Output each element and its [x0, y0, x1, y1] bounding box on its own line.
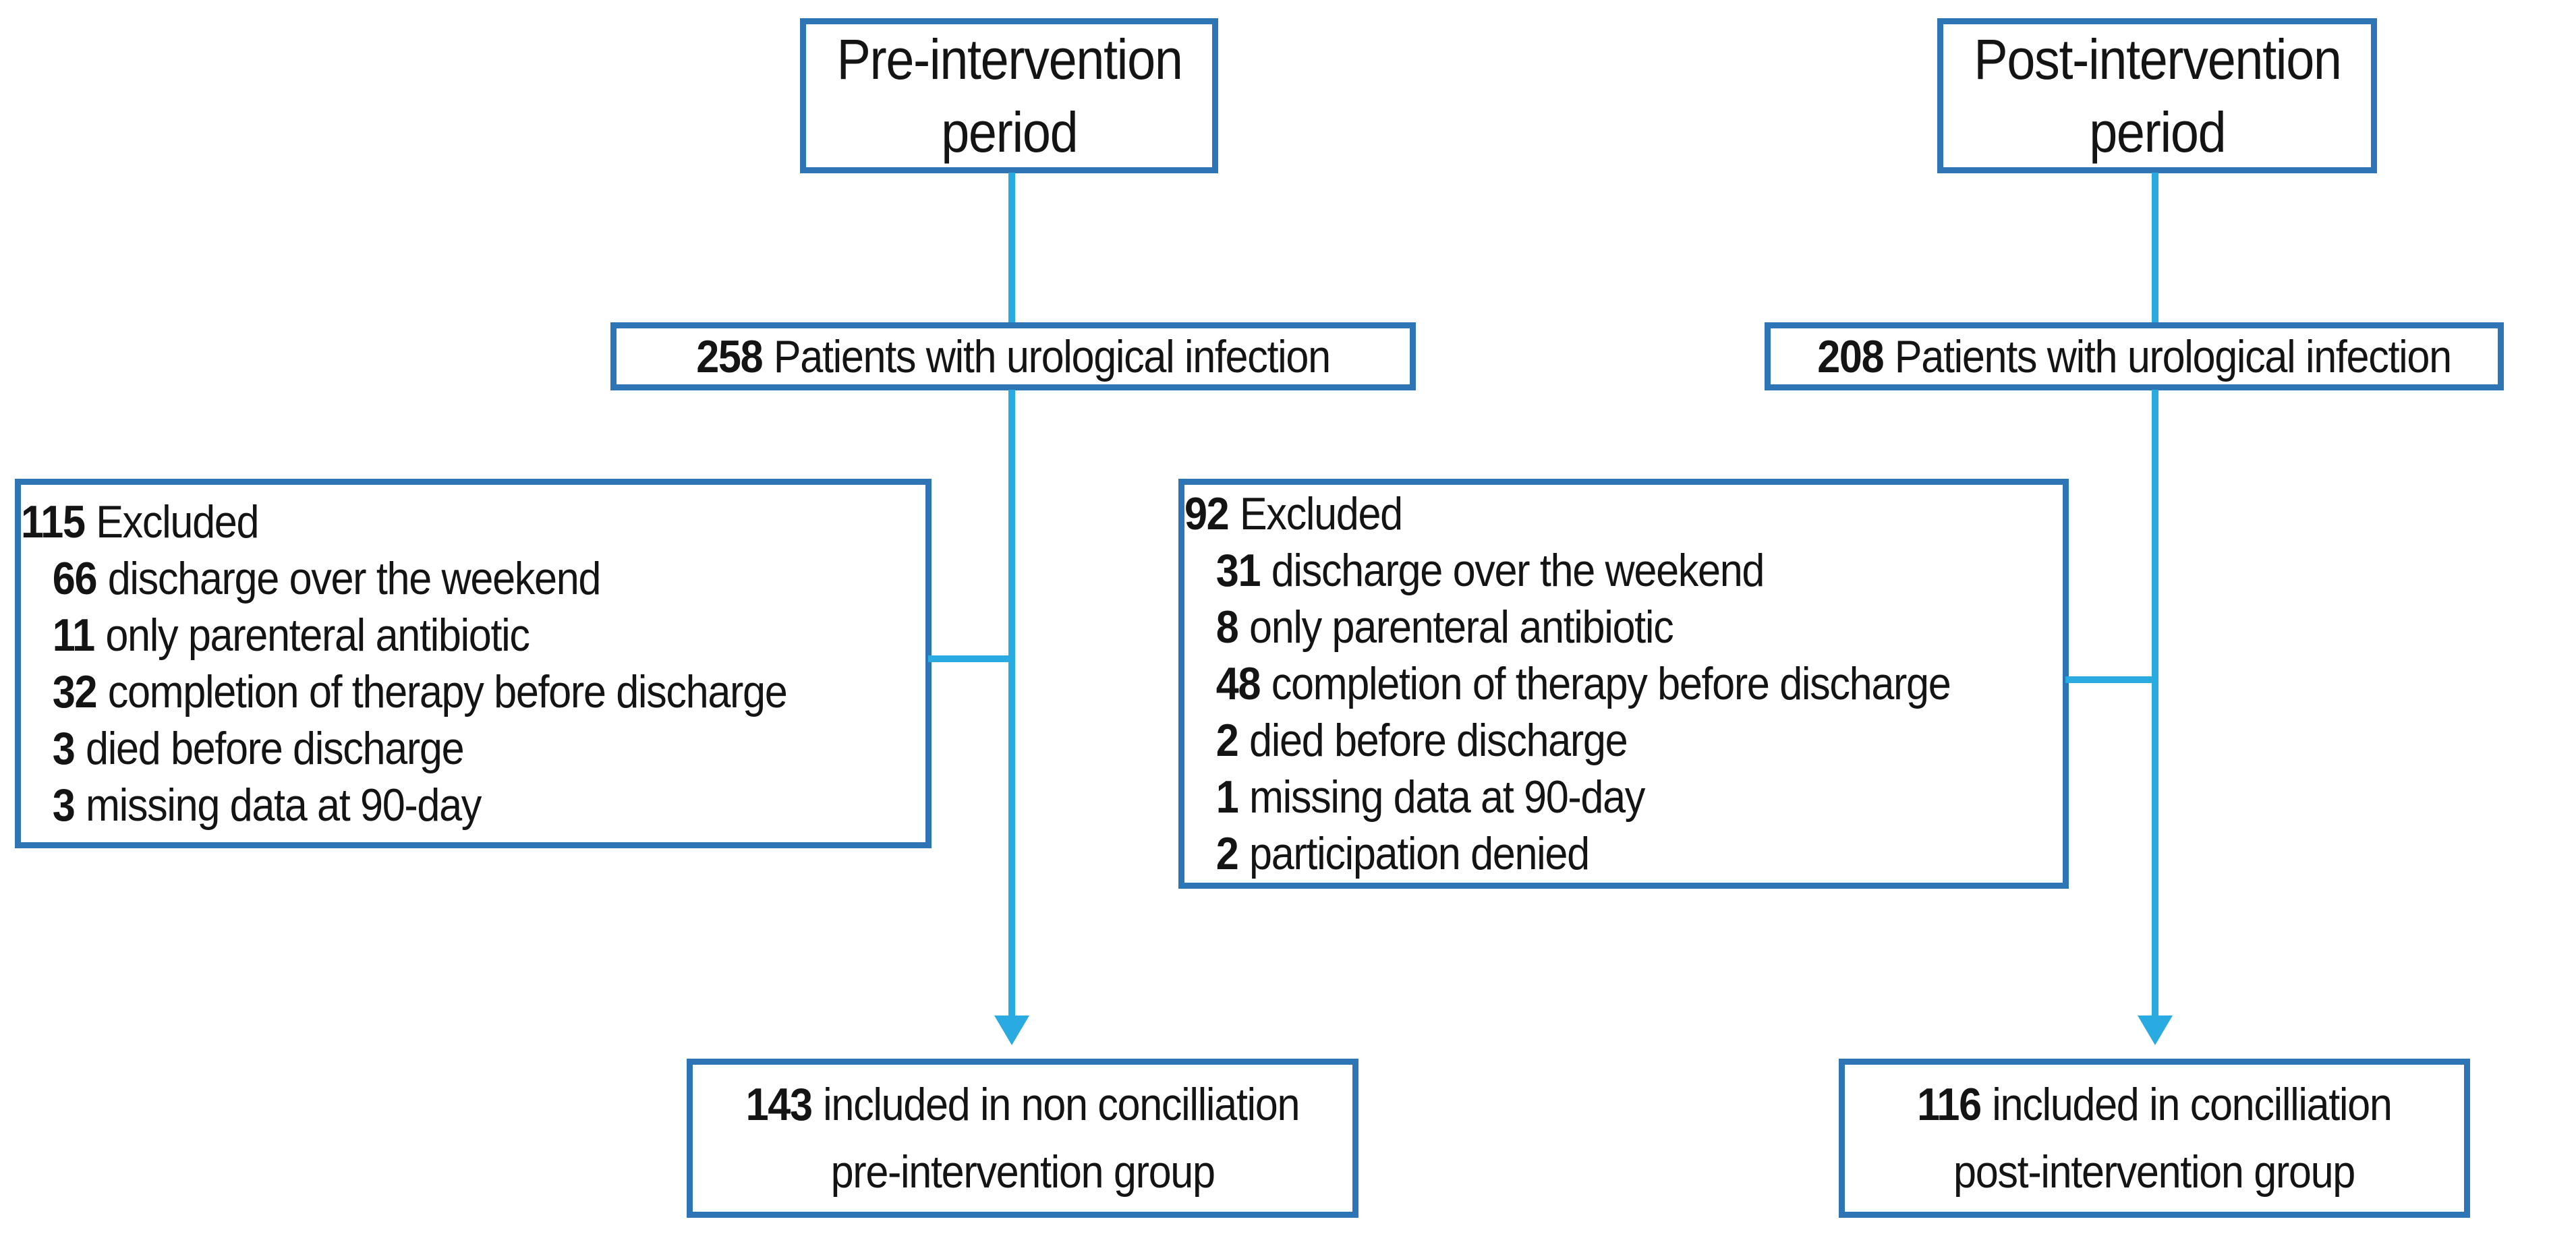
- pre-intervention-period-box: Pre-intervention period: [800, 18, 1218, 173]
- pre-included-label: included in non concilliation: [823, 1079, 1300, 1130]
- post-connector-patients-to-included: [2152, 390, 2158, 1017]
- pre-excluded-count: 115: [21, 496, 86, 548]
- pre-excluded-label: Excluded: [96, 496, 259, 548]
- pre-included-count: 143: [745, 1079, 813, 1130]
- post-connector-excluded-branch: [2065, 676, 2155, 683]
- pre-connector-excluded-branch: [928, 655, 1012, 662]
- pre-connector-patients-to-included: [1008, 390, 1015, 1017]
- post-connector-title-to-patients: [2152, 173, 2158, 322]
- post-included-label: included in concilliation: [1992, 1079, 2393, 1130]
- pre-patients-label: Patients with urological infection: [773, 330, 1331, 382]
- post-arrowhead-icon: [2138, 1016, 2173, 1045]
- pre-period-title-line2: period: [940, 100, 1078, 164]
- post-excluded-label: Excluded: [1239, 488, 1403, 539]
- pre-connector-title-to-patients: [1008, 173, 1015, 322]
- post-included-line2: post-intervention group: [1953, 1146, 2356, 1198]
- post-patients-label: Patients with urological infection: [1894, 330, 2452, 382]
- pre-included-line2: pre-intervention group: [830, 1146, 1215, 1198]
- pre-arrowhead-icon: [994, 1016, 1029, 1045]
- pre-patients-count: 258: [696, 330, 763, 382]
- post-period-title-line2: period: [2088, 100, 2226, 164]
- post-intervention-period-box: Post-intervention period: [1937, 18, 2377, 173]
- pre-period-title-line1: Pre-intervention: [836, 28, 1182, 91]
- post-included-count: 116: [1917, 1079, 1982, 1130]
- post-excluded-count: 92: [1184, 488, 1230, 539]
- post-patients-count: 208: [1817, 330, 1884, 382]
- post-period-title-line1: Post-intervention: [1973, 28, 2342, 91]
